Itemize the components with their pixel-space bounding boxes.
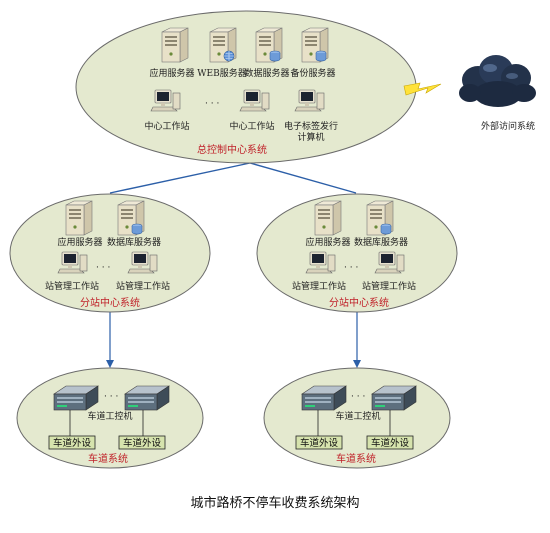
diagram-caption: 城市路桥不停车收费系统架构 [190,496,360,511]
tag-issuing-computer-icon [294,89,325,112]
lane-controller-icon [371,385,417,411]
sub-workstation-label: 站管理工作站 [116,280,170,292]
center-workstation-label: 中心工作站 [144,120,189,132]
app-server-icon [65,200,93,236]
arrow-sub1-lane1 [106,360,114,368]
lane-ellipsis: · · · [351,392,365,402]
center-server-label: WEB服务器 [197,67,246,79]
web-server-icon [209,27,237,63]
lane-controller-label: 车道工控机 [335,410,380,422]
sub-ellipsis: · · · [96,263,110,273]
center-server-label: 备份服务器 [290,67,335,79]
substation-ellipse [256,193,458,313]
sub-workstation-label: 站管理工作站 [292,280,346,292]
tag-issuing-label: 计算机 [297,131,324,143]
external-access-label: 外部访问系统 [481,120,535,132]
sub-server-label: 应用服务器 [57,236,102,248]
sub-workstation-label: 站管理工作站 [45,280,99,292]
sub-server-label: 数据库服务器 [354,236,408,248]
sub-server-label: 应用服务器 [305,236,350,248]
lane-device-label: 车道外设 [371,437,410,449]
station-workstation-icon [57,251,88,274]
tag-issuing-label: 电子标签发行 [284,120,338,132]
station-workstation-icon [127,251,158,274]
lane-device-box [118,435,166,450]
lane-ellipsis: · · · [104,392,118,402]
lane-device-label: 车道外设 [300,437,339,449]
center-system-title: 总控制中心系统 [197,143,267,156]
lane-device-box [295,435,343,450]
lane-system-title: 车道系统 [336,452,376,465]
center-ellipsis: · · · [205,99,219,109]
db-server-icon [117,200,145,236]
sub-server-label: 数据库服务器 [107,236,161,248]
lane-system-title: 车道系统 [88,452,128,465]
station-workstation-icon [305,251,336,274]
lane-controller-label: 车道工控机 [87,410,132,422]
center-server-label: 数据服务器 [244,67,289,79]
lane-controller-icon [124,385,170,411]
app-server-icon [314,200,342,236]
center-server-label: 应用服务器 [149,67,194,79]
app-server-icon [161,27,189,63]
substation-ellipse [9,193,211,313]
lane-controller-icon [301,385,347,411]
substation-title: 分站中心系统 [80,296,140,309]
center-system-ellipse [75,10,417,164]
center-workstation-icon [239,89,270,112]
center-workstation-icon [150,89,181,112]
link-center-sub2 [249,162,357,194]
lane-device-label: 车道外设 [53,437,92,449]
arrow-sub2-lane2 [353,360,361,368]
lightning-icon [403,82,442,96]
cloud-icon [459,55,536,107]
substation-title: 分站中心系统 [329,296,389,309]
data-server-icon [255,27,283,63]
sub-workstation-label: 站管理工作站 [362,280,416,292]
db-server-icon [366,200,394,236]
lane-device-label: 车道外设 [123,437,162,449]
lane-device-box [48,435,96,450]
lane-controller-icon [53,385,99,411]
link-center-sub1 [109,162,251,194]
center-workstation-label: 中心工作站 [229,120,274,132]
sub-ellipsis: · · · [344,263,358,273]
backup-server-icon [301,27,329,63]
station-workstation-icon [374,251,405,274]
lane-device-box [366,435,414,450]
